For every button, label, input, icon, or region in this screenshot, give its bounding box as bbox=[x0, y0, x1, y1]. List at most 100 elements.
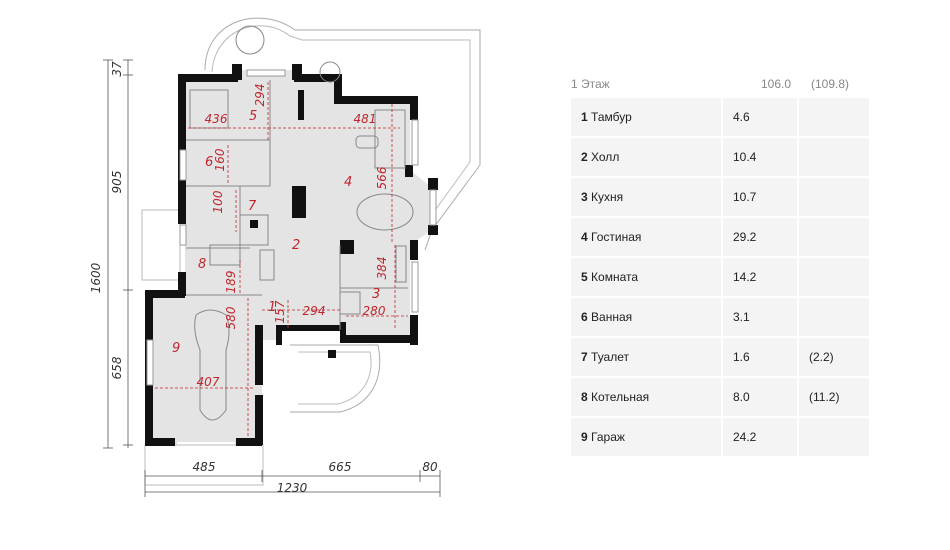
room-num: 7 bbox=[581, 350, 588, 364]
room-dim: 189 bbox=[224, 271, 238, 294]
room-dim: 384 bbox=[375, 257, 389, 280]
floor-area bbox=[150, 70, 432, 442]
room-area: 14.2 bbox=[721, 258, 797, 296]
room-name-cell: 9 Гараж bbox=[571, 430, 721, 444]
room-area: 4.6 bbox=[721, 98, 797, 136]
room-num: 1 bbox=[581, 110, 588, 124]
windows bbox=[146, 69, 437, 386]
interior-lines bbox=[186, 25, 414, 421]
room-number: 2 bbox=[292, 238, 300, 253]
room-dim: 294 bbox=[303, 304, 326, 318]
room-name: Гараж bbox=[591, 430, 625, 444]
floor-area: 106.0 bbox=[760, 77, 791, 91]
room-area: 8.0 bbox=[721, 378, 797, 416]
entrance-terrace-inner bbox=[298, 351, 372, 405]
room-dim: 160 bbox=[213, 148, 227, 171]
room-dim-lines bbox=[155, 82, 408, 438]
room-num: 5 bbox=[581, 270, 588, 284]
room-number: 7 bbox=[248, 199, 257, 214]
room-name-cell: 6 Ванная bbox=[571, 310, 721, 324]
room-dim: 157 bbox=[273, 300, 287, 323]
room-area-alt: (11.2) bbox=[797, 378, 869, 416]
room-dim: 580 bbox=[224, 306, 238, 329]
room-name-cell: 4 Гостиная bbox=[571, 230, 721, 244]
room-number: 6 bbox=[205, 155, 213, 170]
room-name: Ванная bbox=[591, 310, 633, 324]
room-name-cell: 8 Котельная bbox=[571, 390, 721, 404]
room-name: Котельная bbox=[591, 390, 650, 404]
room-number: 1 bbox=[268, 300, 276, 315]
room-number: 3 bbox=[372, 287, 380, 302]
dim-bottom-right: 80 bbox=[422, 460, 438, 474]
dim-total-height: 1600 bbox=[89, 262, 103, 293]
room-name-cell: 5 Комната bbox=[571, 270, 721, 284]
room-area-alt bbox=[797, 178, 869, 216]
dim-total-width: 1230 bbox=[277, 481, 308, 495]
floor-plan: 1600 37 905 658 485 665 80 1230 1 2 4 5 … bbox=[89, 17, 481, 497]
room-area-alt bbox=[797, 218, 869, 256]
room-area-alt bbox=[797, 258, 869, 296]
room-area: 3.1 bbox=[721, 298, 797, 336]
dim-left-mid: 905 bbox=[110, 171, 124, 194]
room-area: 10.7 bbox=[721, 178, 797, 216]
room-name: Гостиная bbox=[591, 230, 642, 244]
room-area-alt bbox=[797, 98, 869, 136]
floor-area-alt: (109.8) bbox=[811, 77, 850, 91]
dim-left-top: 37 bbox=[110, 61, 124, 77]
room-name: Тамбур bbox=[591, 110, 632, 124]
dim-lines bbox=[103, 59, 441, 497]
room-name: Кухня bbox=[591, 190, 624, 204]
room-area: 24.2 bbox=[721, 418, 797, 456]
room-area-alt bbox=[797, 298, 869, 336]
room-number: 5 bbox=[249, 109, 257, 124]
room-area-alt: (2.2) bbox=[797, 338, 869, 376]
room-num: 8 bbox=[581, 390, 588, 404]
room-area: 29.2 bbox=[721, 218, 797, 256]
room-number: 8 bbox=[198, 257, 206, 272]
terrace-outline bbox=[204, 17, 481, 251]
room-dim: 566 bbox=[375, 166, 389, 189]
room-area-alt bbox=[797, 418, 869, 456]
left-porch bbox=[141, 209, 181, 281]
room-num: 6 bbox=[581, 310, 588, 324]
room-name-cell: 3 Кухня bbox=[571, 190, 721, 204]
room-area: 1.6 bbox=[721, 338, 797, 376]
room-number: 9 bbox=[172, 341, 180, 356]
room-name-cell: 1 Тамбур bbox=[571, 110, 721, 124]
terrace-inner bbox=[211, 25, 471, 221]
room-name-cell: 7 Туалет bbox=[571, 350, 721, 364]
floor-label: 1 Этаж bbox=[571, 77, 610, 91]
room-name-cell: 2 Холл bbox=[571, 150, 721, 164]
room-name: Комната bbox=[591, 270, 639, 284]
entrance-terrace bbox=[290, 344, 381, 413]
room-name: Холл bbox=[591, 150, 620, 164]
floor-header: 1 Этаж 106.0 (109.8) bbox=[571, 70, 869, 98]
room-num: 2 bbox=[581, 150, 588, 164]
room-name: Туалет bbox=[591, 350, 629, 364]
dim-bottom-left: 485 bbox=[193, 460, 216, 474]
dim-left-bot: 658 bbox=[110, 356, 124, 379]
room-dim: 407 bbox=[197, 375, 220, 389]
room-dim: 294 bbox=[253, 84, 267, 107]
room-area: 10.4 bbox=[721, 138, 797, 176]
dim-bottom-mid: 665 bbox=[329, 460, 352, 474]
room-dim: 481 bbox=[354, 112, 377, 126]
room-dim: 280 bbox=[363, 304, 386, 318]
room-num: 9 bbox=[581, 430, 588, 444]
room-dim: 436 bbox=[205, 112, 228, 126]
room-num: 3 bbox=[581, 190, 588, 204]
room-num: 4 bbox=[581, 230, 588, 244]
room-area-alt bbox=[797, 138, 869, 176]
room-number: 4 bbox=[344, 175, 352, 190]
room-dim: 100 bbox=[211, 190, 225, 213]
